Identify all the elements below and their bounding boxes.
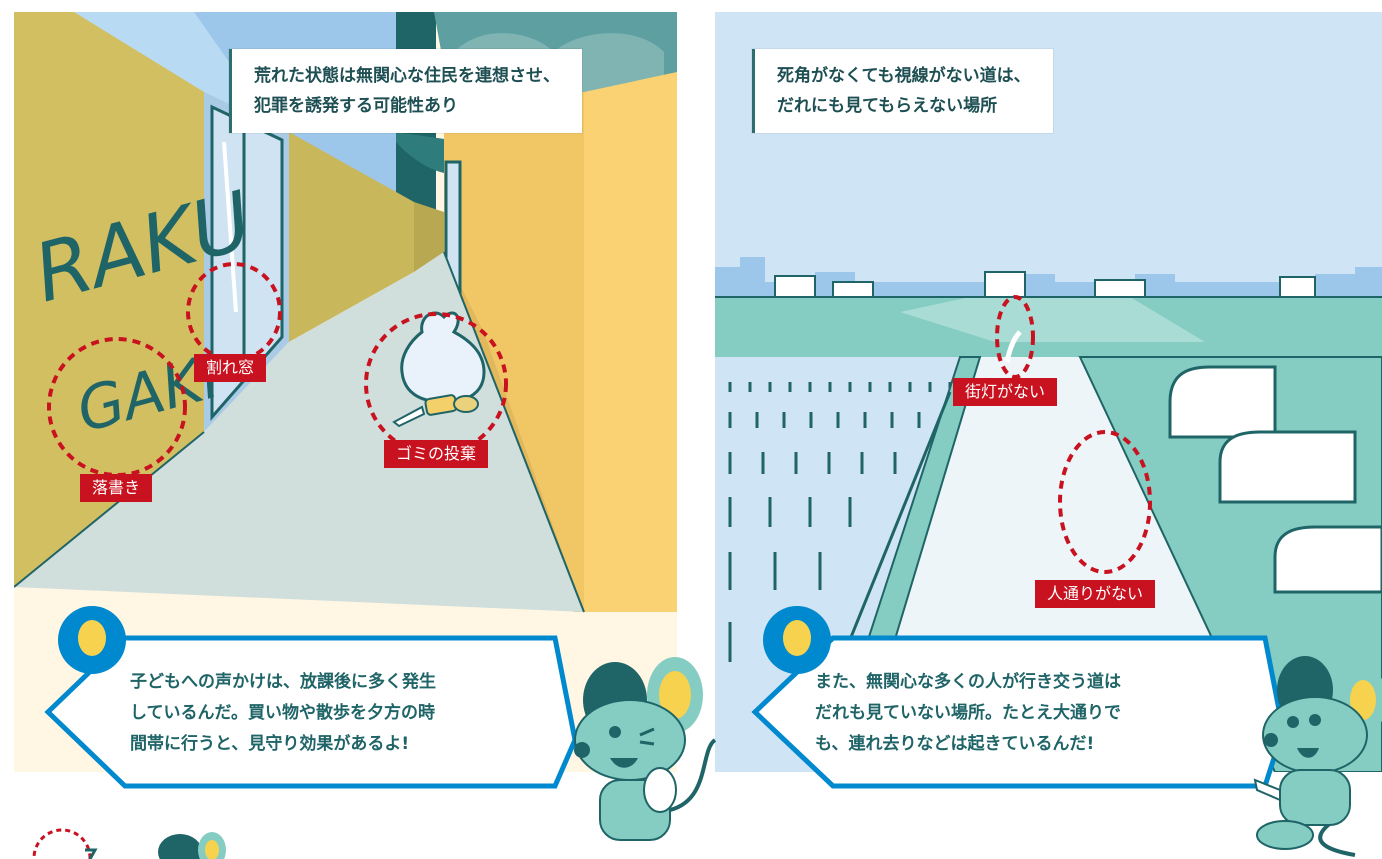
litter-label: ゴミの投棄 (384, 440, 489, 468)
right-bubble-line: だれも見ていない場所。たとえ大通りで (815, 703, 1121, 723)
litter-highlight-circle (364, 312, 508, 456)
bottom-section-marker (32, 828, 226, 859)
right-caption: 死角がなくても視線がない道は、 だれにも見てもらえない場所 (752, 49, 1053, 133)
right-bubble-line: また、無関心な多くの人が行き交う道は (815, 672, 1121, 692)
left-caption-line: 犯罪を誘発する可能性あり (254, 96, 458, 116)
right-speech-bubble: また、無関心な多くの人が行き交う道は だれも見ていない場所。たとえ大通りで も、… (735, 600, 1300, 800)
right-bubble-line: も、連れ去りなどは起きているんだ! (815, 734, 1095, 754)
streetlight-highlight-circle (995, 295, 1035, 379)
graffiti-label: 落書き (80, 474, 153, 502)
left-bubble-line: 子どもへの声かけは、放課後に多く発生 (130, 672, 436, 692)
mouse-mascot-pointing (1253, 656, 1382, 857)
left-speech-bubble: 子どもへの声かけは、放課後に多く発生 しているんだ。買い物や散歩を夕方の時 間帯… (30, 600, 590, 800)
right-caption-line: だれにも見てもらえない場所 (777, 96, 998, 116)
left-bubble-line: 間帯に行うと、見守り効果があるよ! (130, 734, 410, 754)
lightbulb-icon (783, 620, 811, 656)
left-scene-panel: RAKU GAKI 荒れた状態は無関心な住民を連想させ、 犯罪を誘発する可能性あ… (14, 12, 677, 772)
right-caption-line: 死角がなくても視線がない道は、 (777, 66, 1031, 86)
broken-window-label: 割れ窓 (194, 354, 267, 382)
mouse-mascot-thumbs-up (574, 657, 717, 841)
no-streetlight-label: 街灯がない (953, 378, 1058, 406)
pedestrian-highlight-circle (1058, 430, 1152, 574)
graffiti-highlight-circle (47, 337, 187, 477)
left-caption-line: 荒れた状態は無関心な住民を連想させ、 (254, 66, 560, 86)
no-people-label: 人通りがない (1035, 580, 1156, 608)
left-caption: 荒れた状態は無関心な住民を連想させ、 犯罪を誘発する可能性あり (229, 49, 582, 133)
lightbulb-icon (78, 620, 106, 656)
left-bubble-line: しているんだ。買い物や散歩を夕方の時 (130, 703, 435, 723)
alley-illustration: RAKU GAKI (14, 12, 677, 772)
